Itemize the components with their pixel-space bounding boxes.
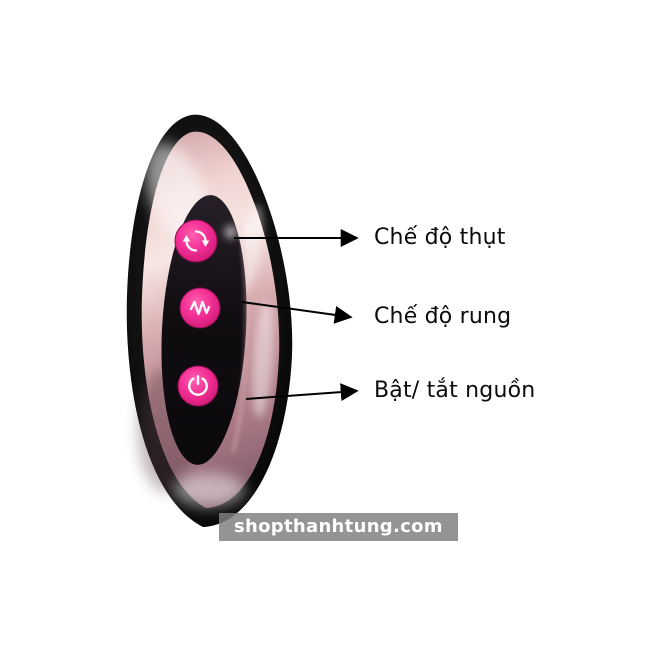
annotation-arrows xyxy=(234,229,359,402)
arrow-vibrate xyxy=(241,301,353,324)
vibration-wave-icon xyxy=(189,300,211,316)
annotation-label-vibrate: Chế độ rung xyxy=(374,304,512,329)
face-highlight-bottom xyxy=(173,473,245,507)
thrust-button xyxy=(174,219,218,263)
vibrate-button xyxy=(179,287,221,329)
watermark: shopthanhtung.com xyxy=(219,513,458,541)
arrow-power xyxy=(245,383,359,402)
cycle-arrows-icon xyxy=(182,230,210,252)
power-button xyxy=(177,365,219,407)
face-highlight-right-mid xyxy=(252,302,274,418)
remote-device xyxy=(126,114,293,527)
annotation-label-thrust: Chế độ thụt xyxy=(374,225,506,250)
panel-glare-spot xyxy=(224,225,238,239)
power-icon xyxy=(188,374,208,396)
annotation-label-power: Bật/ tắt nguồn xyxy=(374,378,536,403)
panel-edge-reflection xyxy=(231,224,248,453)
